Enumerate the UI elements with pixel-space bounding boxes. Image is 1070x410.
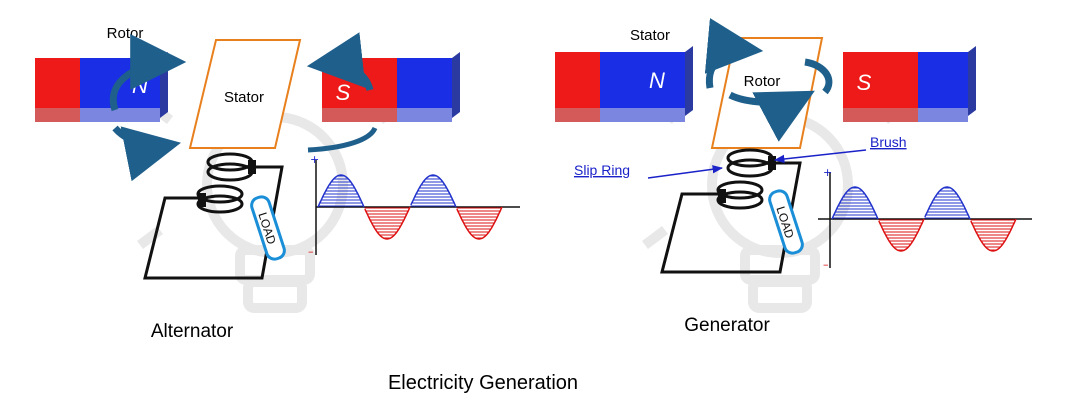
alternator-rotation-arrow-bottom (112, 125, 181, 182)
generator-wave-hatching (832, 187, 1016, 251)
generator-load: LOAD (768, 189, 804, 255)
alternator-rotor-label: Rotor (107, 25, 144, 42)
alternator-brush-top (248, 160, 256, 174)
generator-north-label: N (649, 68, 665, 93)
alternator-north-label: N (132, 73, 148, 98)
alternator-load: LOAD (250, 195, 286, 261)
generator-rotation-arrow-bottom (728, 90, 815, 142)
generator-slip-rings (716, 148, 774, 210)
generator-stator-label: Stator (630, 27, 670, 44)
alternator-circuit-wire (143, 165, 284, 280)
alternator-waveform: + – (308, 153, 520, 258)
alternator-rotation-arrow-right (306, 32, 374, 92)
alternator-wave-negative (364, 206, 503, 240)
generator-wave-negative (878, 218, 1017, 252)
generator-brush-top (768, 156, 776, 170)
page-title: Electricity Generation (388, 372, 578, 394)
slip-ring-label: Slip Ring (574, 162, 630, 178)
generator-brush-bottom (718, 189, 726, 203)
generator-minus-sign: – (823, 258, 829, 271)
alternator-stator-coil (188, 39, 302, 149)
generator-waveform: + – (818, 166, 1032, 271)
generator-rotation-arrow-top (704, 18, 764, 89)
slip-ring-pointer (647, 165, 724, 179)
alternator-stator-label: Stator (224, 89, 264, 106)
generator-diagram: N S Stator Rotor (555, 18, 1032, 336)
generator-magnet-south: S (843, 46, 976, 122)
generator-rotation-arrow-right (804, 58, 833, 95)
generator-south-label: S (857, 70, 872, 95)
generator-plus-sign: + (823, 166, 832, 179)
brush-label: Brush (870, 134, 907, 150)
generator-rotor-label: Rotor (744, 73, 781, 90)
alternator-minus-sign: – (308, 245, 314, 258)
alternator-diagram: N S Stator Rotor (35, 25, 520, 342)
alternator-brush-bottom (198, 193, 206, 207)
generator-magnet-north: N (555, 46, 693, 122)
alternator-rotation-arrow-top (109, 34, 187, 112)
alternator-caption: Alternator (151, 321, 234, 342)
generator-caption: Generator (684, 315, 770, 336)
generator-circuit-wire (660, 161, 802, 274)
alternator-south-label: S (336, 80, 351, 105)
alternator-wave-hatching (318, 175, 502, 239)
brush-pointer (773, 149, 867, 164)
alternator-rotation-arrow-right-low (307, 126, 378, 153)
alternator-plus-sign: + (310, 153, 319, 166)
